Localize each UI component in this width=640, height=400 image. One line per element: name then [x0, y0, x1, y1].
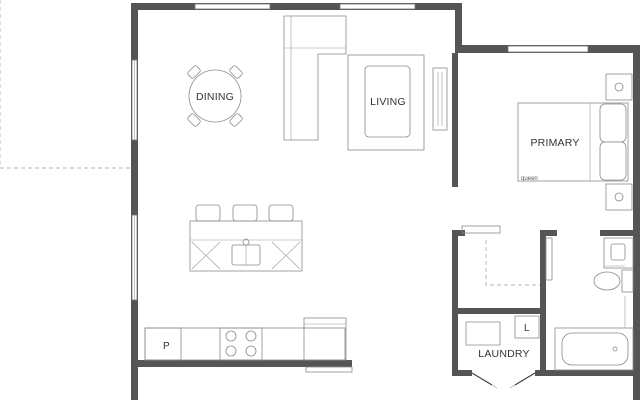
room-label-laundry: LAUNDRY [478, 348, 529, 360]
dining-table [188, 69, 242, 123]
bed-size-label: queen [521, 176, 538, 182]
exterior-outline [0, 0, 132, 169]
living-rug [347, 54, 425, 151]
bar-stools [195, 204, 294, 222]
dining-set [187, 65, 243, 127]
range [219, 327, 263, 361]
refrigerator [303, 317, 347, 361]
laundry-machines [465, 315, 540, 346]
pantry [144, 327, 182, 361]
linen-label: L [524, 323, 530, 334]
window [507, 45, 589, 53]
walls [131, 3, 640, 400]
kitchen-island [189, 220, 303, 272]
kitchen-door-frame [305, 366, 353, 373]
laundry-bifold-doors [471, 372, 536, 389]
toilet [593, 269, 634, 293]
coffee-table [364, 65, 411, 138]
bathtub [554, 296, 634, 371]
room-label-living: LIVING [370, 96, 406, 108]
window [339, 3, 416, 10]
nightstands [605, 73, 633, 211]
window [194, 3, 271, 10]
bed [517, 102, 629, 182]
room-label-primary: PRIMARY [530, 137, 579, 149]
vanity [603, 237, 634, 269]
sofa [283, 15, 347, 141]
pantry-label: P [163, 341, 170, 352]
faucet [242, 238, 250, 246]
media-console [432, 67, 448, 131]
windows [131, 3, 589, 301]
closet [461, 225, 553, 286]
room-label-dining: DINING [196, 91, 234, 103]
linen-closet [514, 315, 540, 339]
kitchen-counter [144, 317, 353, 373]
